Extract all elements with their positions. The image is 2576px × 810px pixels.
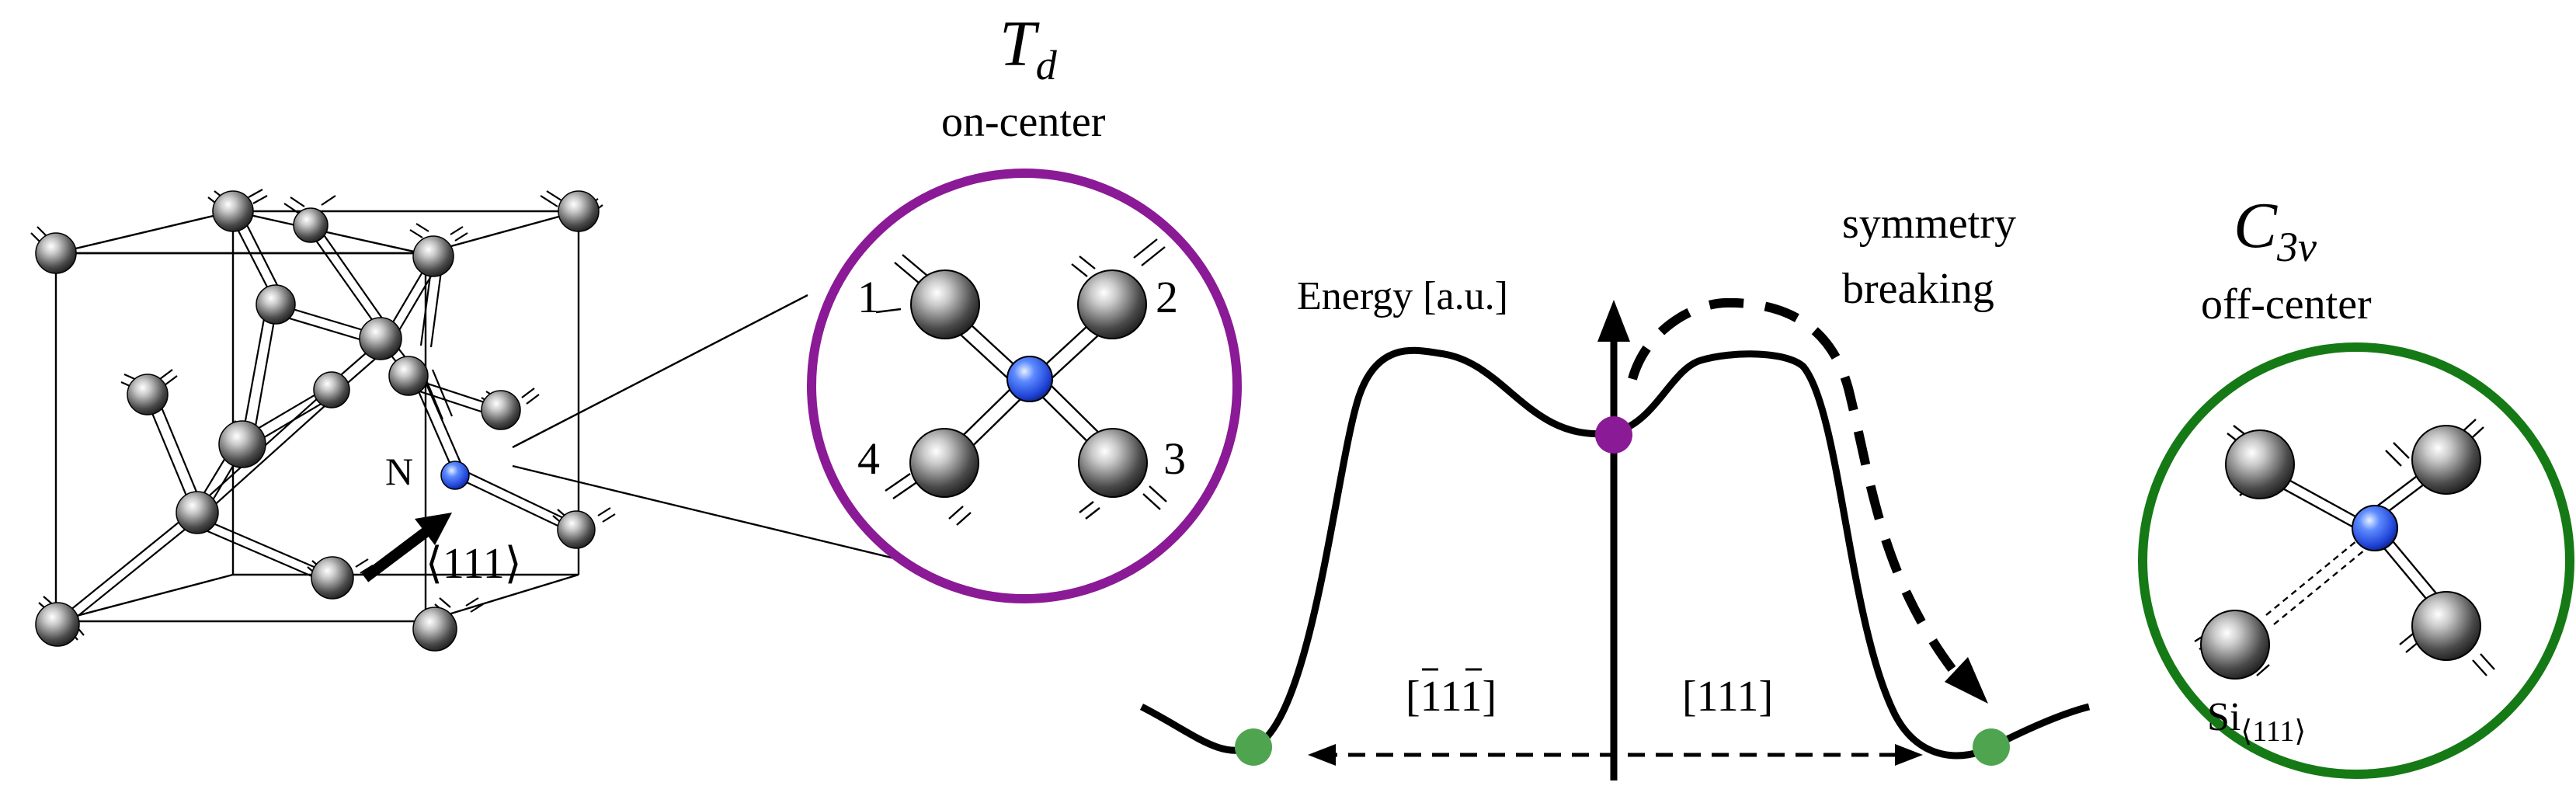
td-subscript: d [1036,42,1058,89]
direction-pos-111-label: [111] [1682,673,1773,721]
si-atom [212,190,254,232]
off-center-label: off-center [2201,280,2372,329]
td-si-atom-4 [909,428,979,498]
si-111-atom [2200,610,2270,680]
atom-label-4: 4 [857,433,880,484]
left-arrowhead [1308,744,1336,766]
si-atom [557,510,596,549]
atom-label-1: 1 [857,272,880,322]
c3v-si-atom [2411,425,2481,495]
c3v-off-center-inset: C3v off-center Si⟨111⟩ [2138,189,2574,779]
nitrogen-label: N [385,450,413,493]
direction-neg-111-label: [111] [1406,673,1497,721]
c3v-subscript: 3v [2276,224,2317,270]
bond [304,220,391,335]
si-atom [359,317,402,360]
bond [419,263,443,348]
si-atom [311,556,354,600]
right-arrowhead [1895,744,1923,766]
c3v-si-atom [2225,429,2295,499]
si-atom [293,207,329,243]
crystal-lattice: N ⟨111⟩ [30,189,616,652]
direction-111-arrow [361,513,452,582]
si-atom [127,374,169,415]
energy-curve [1139,346,2091,760]
bond [194,516,329,583]
c3v-symbol: C3v [2234,189,2317,270]
si-111-label: Si⟨111⟩ [2207,695,2306,748]
atom-label-3: 3 [1163,433,1186,484]
si-atom [412,235,454,277]
on-center-label: on-center [941,98,1106,146]
td-si-atom-3 [1078,428,1148,498]
c3v-nitrogen-atom [2352,505,2398,551]
si-atom [388,356,429,396]
bond [412,374,463,469]
energy-landscape: Energy [a.u.] symmetry breaking [111] [1… [1139,200,2091,780]
energy-axis-arrowhead [1597,300,1630,342]
td-symbol: Td [999,8,1058,89]
unit-cell-frame [54,210,580,623]
si-atom [313,371,350,408]
bond [53,507,203,631]
zoom-connector [512,294,905,562]
nitrogen-atom [440,461,470,490]
si-atom [412,607,457,652]
c3v-si-atom [2411,591,2481,661]
si-atom [558,190,600,232]
si-atom [35,602,80,647]
si-atom [35,232,77,274]
td-si-atom-2 [1077,269,1147,339]
c3v-weak-bond [2265,537,2369,625]
td-si-atom-1 [910,269,980,339]
right-minimum-marker [1973,728,2010,766]
on-center-circle [807,169,1242,603]
direction-111-label: ⟨111⟩ [426,540,522,588]
symmetry-label: symmetry [1842,200,2016,248]
off-center-circle [2138,342,2574,779]
si-atom [256,284,296,325]
on-center-state-marker [1595,416,1632,454]
si-atom [218,420,266,468]
lattice-si-atoms [35,190,600,652]
left-minimum-marker [1235,728,1272,766]
si-111-subscript: ⟨111⟩ [2241,715,2306,748]
breaking-label: breaking [1842,265,1994,313]
si-atom [176,491,219,534]
td-on-center-inset: Td on-center 1 2 3 4 [807,8,1242,603]
si-atom [481,390,521,430]
bond [453,467,572,531]
td-nitrogen-atom [1006,356,1053,402]
symmetry-breaking-path [1628,297,1961,679]
atom-label-2: 2 [1156,272,1178,322]
energy-axis-label: Energy [a.u.] [1297,274,1508,318]
bond [242,305,278,436]
symmetry-breaking-arrowhead [1945,657,1988,704]
